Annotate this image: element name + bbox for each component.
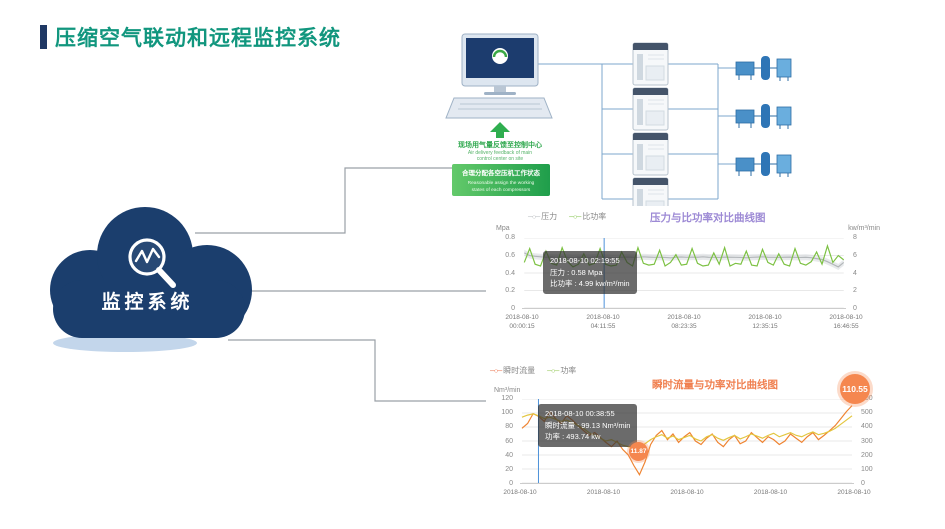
tooltip-flow: 瞬时流量 : 99.13 Nm³/min	[545, 420, 631, 430]
system-diagram: 现场用气量反馈至控制中心 Air delivery feedback of ma…	[440, 28, 840, 228]
chart2-left-axis: 120 100 80 60 40 20 0	[488, 395, 516, 487]
feedback-label-en2: control center on site	[477, 156, 524, 162]
y-axis-tick-label: 20	[505, 465, 513, 473]
chart1-right-unit: kw/m³/min	[848, 225, 880, 232]
assign-label-en1: Reasonable assign the working	[468, 180, 535, 186]
pressure-specpower-chart: 压力 比功率 压力与比功率对比曲线图 Mpa kw/m³/min 0.80.60…	[488, 206, 880, 338]
y-axis-tick-label: 0.2	[505, 287, 515, 295]
assign-label-en2: states of each compressors	[472, 187, 531, 193]
y-axis-tick-label: 0	[511, 305, 515, 312]
monitoring-cloud: 监控系统	[35, 195, 260, 355]
y-axis-tick-label: 4	[853, 269, 857, 277]
chart2-left-unit: Nm³/min	[494, 387, 521, 394]
legend-label: 比功率	[582, 212, 607, 221]
y-axis-tick-label: 60	[505, 437, 513, 445]
chart1-plot-area[interactable]: 2018-08-10 02:19:55 压力 : 0.58 Mpa 比功率 : …	[522, 238, 846, 309]
chart2-right-axis: 600 500 400 300 200 100 0	[858, 395, 888, 487]
chart2-tooltip: 2018-08-10 00:38:55 瞬时流量 : 99.13 Nm³/min…	[538, 404, 638, 447]
chart2-x-axis: 2018-08-10 2018-08-10 2018-08-10 2018-08-10…	[503, 487, 870, 507]
y-axis-tick-label: 0.8	[505, 234, 515, 241]
y-axis-tick-label: 0	[861, 480, 865, 487]
x-axis-tick-label: 2018-08-10	[586, 489, 621, 496]
magnifier-chart-icon	[128, 238, 176, 288]
control-computer	[445, 33, 553, 119]
y-axis-tick-label: 0.6	[505, 251, 515, 259]
feedback-up-arrow-icon	[490, 122, 510, 138]
legend-item-flow[interactable]: 瞬时流量	[490, 365, 535, 376]
title-accent-bar	[40, 25, 47, 49]
legend-item-specpower[interactable]: 比功率	[569, 211, 606, 222]
chart1-legend: 压力 比功率	[528, 211, 606, 222]
y-axis-tick-label: 600	[861, 395, 873, 402]
chart2-plot-area[interactable]: 2018-08-10 00:38:55 瞬时流量 : 99.13 Nm³/min…	[520, 399, 854, 484]
x-axis-tick-label: 2018-08-10	[670, 489, 704, 496]
page-title: 压缩空气联动和远程监控系统	[55, 27, 341, 50]
y-axis-tick-label: 500	[861, 409, 873, 417]
y-axis-tick-label: 0.4	[505, 269, 515, 277]
y-axis-tick-label: 8	[853, 234, 857, 241]
y-axis-tick-label: 0	[509, 480, 513, 487]
air-equipment-row-2	[735, 103, 792, 130]
y-axis-tick-label: 100	[501, 409, 513, 417]
cloud-label: 监控系统	[101, 292, 194, 313]
legend-label: 压力	[541, 212, 558, 221]
tooltip-time: 2018-08-10 00:38:55	[545, 409, 615, 418]
chart1-tooltip: 2018-08-10 02:19:55 压力 : 0.58 Mpa 比功率 : …	[543, 251, 637, 294]
y-axis-tick-label: 40	[505, 451, 513, 459]
feedback-label-cn: 现场用气量反馈至控制中心	[458, 140, 542, 149]
air-equipment-row-3	[735, 151, 792, 178]
flow-power-chart: 瞬时流量 功率 瞬时流量与功率对比曲线图 Nm³/min 120 100 80 60 4…	[488, 358, 888, 510]
flow-legend-marker-icon	[490, 366, 501, 375]
compressor-unit-3	[632, 132, 669, 176]
legend-item-power[interactable]: 功率	[547, 365, 576, 376]
chart1-right-axis: 8 6 4 2 0	[850, 234, 880, 312]
power-legend-marker-icon	[547, 366, 558, 375]
y-axis-tick-label: 0	[853, 305, 857, 312]
air-equipment-row-1	[735, 55, 792, 82]
tooltip-pressure: 压力 : 0.58 Mpa	[550, 267, 603, 277]
pressure-legend-marker-icon	[528, 212, 539, 221]
legend-item-pressure[interactable]: 压力	[528, 211, 557, 222]
feedback-label-en1: Air delivery feedback of main	[468, 150, 532, 156]
tooltip-specpower: 比功率 : 4.99 kw/m³/min	[550, 279, 630, 289]
y-axis-tick-label: 2	[853, 287, 857, 295]
chart2-legend: 瞬时流量 功率	[490, 365, 576, 376]
legend-label: 瞬时流量	[503, 366, 536, 375]
specpower-legend-marker-icon	[569, 212, 580, 221]
y-axis-tick-label: 6	[853, 251, 857, 259]
x-axis-tick-label: 2018-08-10	[503, 489, 537, 496]
compressor-unit-2	[632, 87, 669, 131]
page-title-row: 压缩空气联动和远程监控系统	[40, 22, 341, 52]
chart1-left-axis: 0.8 0.6 0.4 0.2 0	[488, 234, 518, 312]
chart1-title: 压力与比功率对比曲线图	[650, 212, 766, 224]
chart2-title: 瞬时流量与功率对比曲线图	[652, 379, 778, 391]
network-lines	[538, 63, 736, 200]
min-value-badge: 11.87	[629, 442, 648, 461]
assign-label-cn: 合理分配各空压机工作状态	[461, 168, 541, 177]
legend-label: 功率	[560, 366, 577, 375]
x-axis-tick-label: 2018-08-10	[753, 489, 788, 496]
y-axis-tick-label: 300	[861, 437, 873, 445]
y-axis-tick-label: 200	[861, 451, 873, 459]
y-axis-tick-label: 80	[505, 423, 513, 431]
tooltip-time: 2018-08-10 02:19:55	[550, 256, 620, 265]
assign-ribbon: 合理分配各空压机工作状态 Reasonable assign the worki…	[452, 164, 550, 196]
y-axis-tick-label: 100	[861, 465, 873, 473]
max-value-badge: 110.55	[840, 374, 870, 404]
compressor-unit-1	[632, 42, 669, 86]
x-axis-tick-label: 2018-08-10	[837, 489, 871, 496]
y-axis-tick-label: 400	[861, 423, 873, 431]
tooltip-power: 功率 : 493.74 kw	[545, 432, 601, 442]
chart1-left-unit: Mpa	[496, 225, 510, 232]
cloud-shape	[50, 207, 252, 352]
y-axis-tick-label: 120	[501, 395, 513, 402]
